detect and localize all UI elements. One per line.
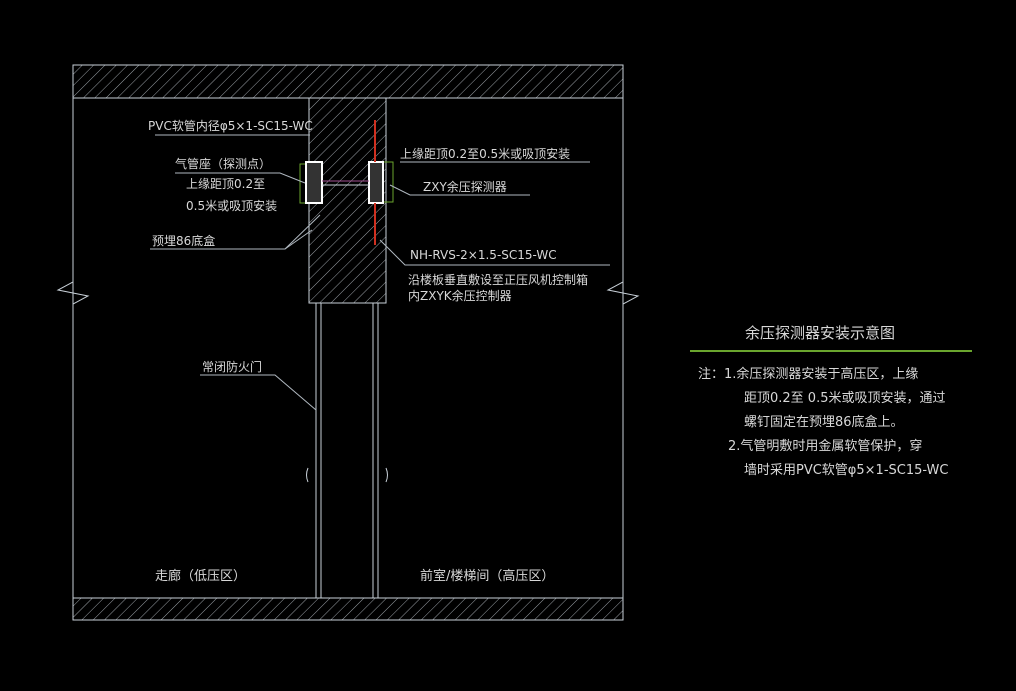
label-fire-door: 常闭防火门 [202,359,262,374]
label-air-pipe-seat: 气管座（探测点） [175,156,271,171]
label-stair: 前室/楼梯间（高压区） [420,568,554,584]
label-pvc-pipe: PVC软管内径φ5×1-SC15-WC [148,118,313,133]
label-detector-mount: 上缘距顶0.2至0.5米或吸顶安装 [400,146,570,161]
ceiling-slab [72,64,624,99]
label-cable: NH-RVS-2×1.5-SC15-WC [410,248,557,262]
floor-slab [72,597,624,621]
label-air-pipe-seat-note2: 0.5米或吸顶安装 [186,198,277,213]
leader-lines [150,134,610,411]
legend-note-1b: 距顶0.2至 0.5米或吸顶安装，通过 [744,391,945,406]
legend-note-1: 注：1.余压探测器安装于高压区，上缘 [698,366,918,382]
label-corridor: 走廊（低压区） [155,568,246,584]
label-cable-route1: 沿楼板垂直敷设至正压风机控制箱 [408,272,588,287]
label-air-pipe-seat-note1: 上缘距顶0.2至 [186,177,265,191]
label-embedded-box: 预埋86底盒 [152,233,215,248]
legend-title: 余压探测器安装示意图 [745,324,895,342]
break-line-left [56,270,90,316]
detector-box [368,161,384,204]
legend-note-2b: 墙时采用PVC软管φ5×1-SC15-WC [744,463,948,478]
fire-door [306,303,388,598]
label-cable-route2: 内ZXYK余压控制器 [408,288,512,303]
break-line-right [606,270,640,316]
legend-note-1c: 螺钉固定在预埋86底盒上。 [744,414,904,430]
air-pipe-seat-box [305,161,323,204]
legend-note-2: 2.气管明敷时用金属软管保护，穿 [728,438,922,454]
label-detector: ZXY余压探测器 [423,179,507,194]
